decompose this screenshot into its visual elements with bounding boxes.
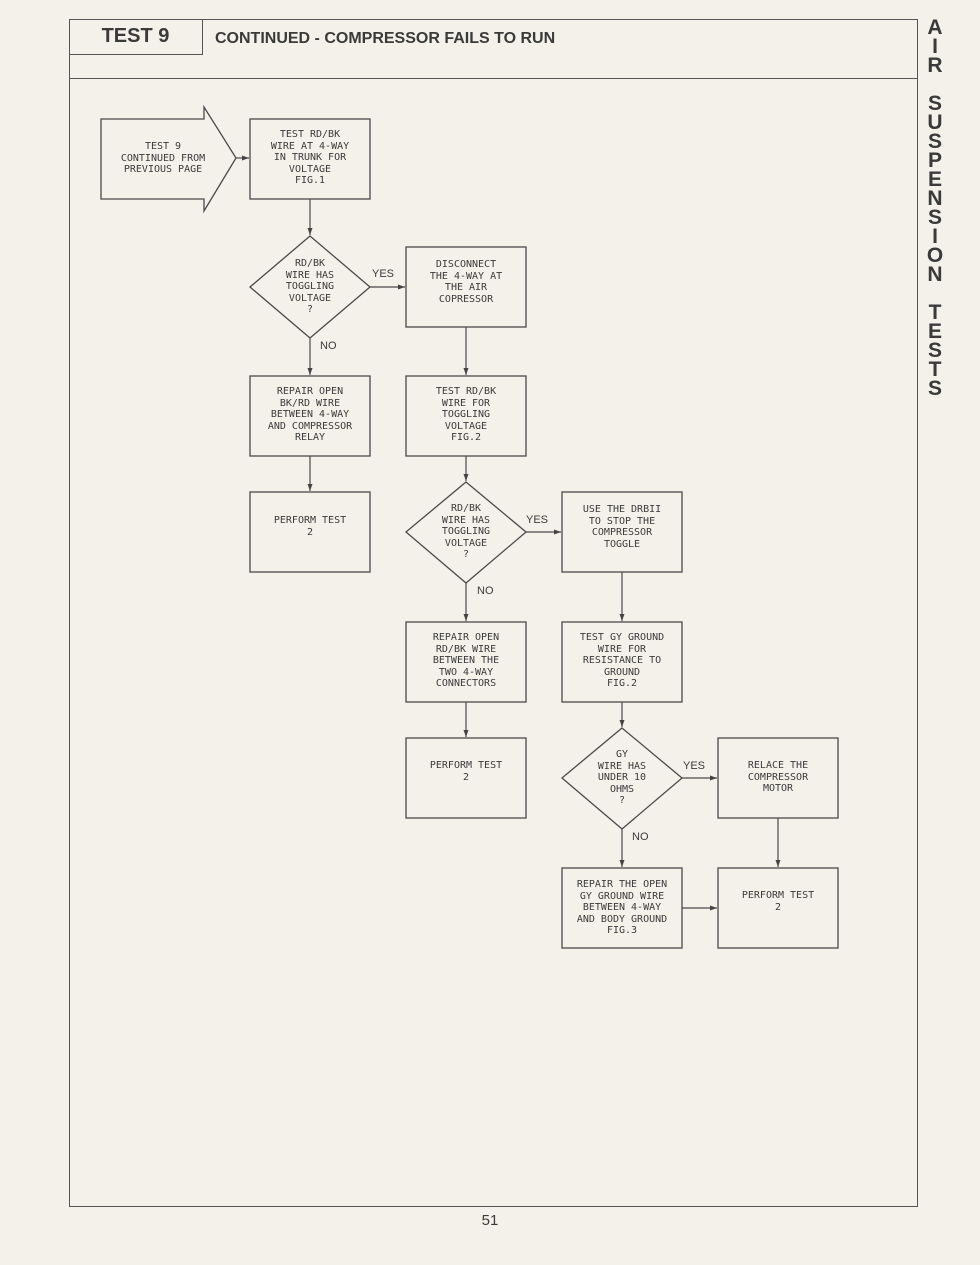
box-perform2 (405, 737, 527, 819)
start-arrow-shape (100, 104, 237, 214)
side-letter: T (928, 358, 942, 381)
side-letter: I (932, 225, 938, 248)
repair-gy-text: REPAIR THE OPEN GY GROUND WIRE BETWEEN 4… (576, 879, 668, 936)
use-drbii-text: USE THE DRBII TO STOP THE COMPRESSOR TOG… (582, 504, 662, 550)
side-letter: S (927, 92, 942, 115)
side-letter: T (928, 301, 942, 324)
side-letter: P (927, 149, 942, 172)
page-number: 51 (481, 1212, 499, 1229)
test-rdbk-trunk-text: TEST RD/BK WIRE AT 4-WAY IN TRUNK FOR VO… (270, 129, 350, 186)
perform1-text: PERFORM TEST 2 (273, 515, 347, 538)
disconnect-text: DISCONNECT THE 4-WAY AT THE AIR COPRESSO… (429, 259, 503, 305)
side-letter: N (927, 187, 943, 210)
box-perform3 (717, 867, 839, 949)
side-letter: S (927, 339, 942, 362)
dec2-no-label: NO (477, 585, 494, 597)
side-letter: O (926, 244, 944, 267)
page-frame (69, 19, 918, 1207)
dec3-text: GY WIRE HAS UNDER 10 OHMS ? (597, 749, 647, 806)
relace-text: RELACE THE COMPRESSOR MOTOR (747, 760, 809, 794)
side-letter: A (927, 16, 943, 39)
dec2-yes-label: YES (526, 514, 549, 526)
header-bar: TEST 9 CONTINUED - COMPRESSOR FAILS TO R… (69, 19, 918, 79)
repair-bkrd-text: REPAIR OPEN BK/RD WIRE BETWEEN 4-WAY AND… (267, 386, 353, 443)
perform2-text: PERFORM TEST 2 (429, 760, 503, 783)
dec3-yes-label: YES (683, 760, 706, 772)
perform3-text: PERFORM TEST 2 (741, 890, 815, 913)
side-letter: S (927, 206, 942, 229)
start-node-text: TEST 9 CONTINUED FROM PREVIOUS PAGE (120, 141, 206, 175)
page-title: CONTINUED - COMPRESSOR FAILS TO RUN (215, 30, 556, 47)
repair-rdbk-text: REPAIR OPEN RD/BK WIRE BETWEEN THE TWO 4… (432, 632, 500, 689)
box-perform1 (249, 491, 371, 573)
side-letter: U (927, 111, 943, 134)
side-letter: S (927, 130, 942, 153)
side-letter: E (927, 320, 942, 343)
dec3-no-label: NO (632, 831, 649, 843)
dec1-text: RD/BK WIRE HAS TOGGLING VOLTAGE ? (285, 258, 335, 315)
side-letter: R (927, 54, 943, 77)
side-letter: S (927, 377, 942, 400)
test-gy-text: TEST GY GROUND WIRE FOR RESISTANCE TO GR… (579, 632, 665, 689)
dec2-text: RD/BK WIRE HAS TOGGLING VOLTAGE ? (441, 503, 491, 560)
test-rdbk-toggle-text: TEST RD/BK WIRE FOR TOGGLING VOLTAGE FIG… (435, 386, 497, 443)
side-letter: N (927, 263, 943, 286)
dec1-no-label: NO (320, 340, 337, 352)
side-letter: E (927, 168, 942, 191)
side-letter: I (932, 35, 938, 58)
test-label: TEST 9 (69, 19, 203, 55)
dec1-yes-label: YES (372, 268, 395, 280)
side-title: A I R S U S P E N S I O N T E S T S (924, 16, 946, 400)
